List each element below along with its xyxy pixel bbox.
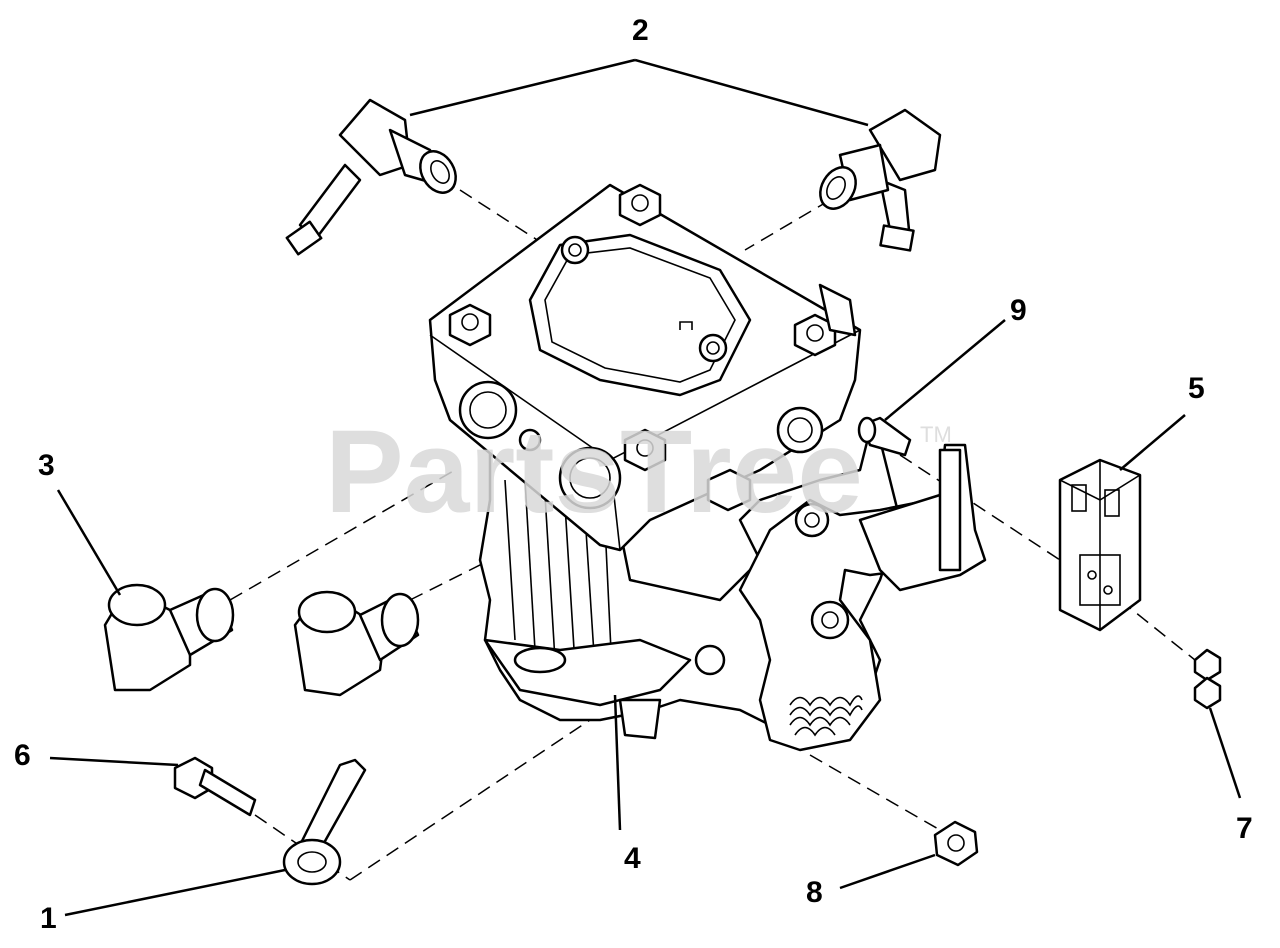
hex-nut[interactable] [933,820,979,867]
callout-labels: 2 9 5 3 6 7 4 8 1 [14,14,1253,935]
port-fitting-right[interactable] [293,590,420,697]
callout-4: 4 [624,842,641,875]
callout-3: 3 [38,449,55,482]
lever-arm[interactable] [282,758,367,886]
callout-8: 8 [806,876,823,909]
leader-lines [49,58,1242,917]
pin[interactable] [857,416,912,457]
callout-6: 6 [14,739,31,772]
watermark-trademark: TM [920,422,952,447]
port-fitting-left[interactable] [103,583,235,692]
cover-bolts [448,183,837,472]
bolt[interactable] [173,756,257,817]
watermark: PartsTree TM [325,406,952,538]
elbow-fitting-left[interactable] [285,98,463,256]
callout-9: 9 [1010,294,1027,327]
callout-1: 1 [40,902,57,935]
callout-5: 5 [1188,372,1205,405]
small-nuts[interactable] [1193,648,1222,710]
callout-2: 2 [632,14,649,47]
elbow-fitting-right[interactable] [813,108,942,252]
return-spring [789,695,863,737]
pump-assembly[interactable] [428,183,987,752]
watermark-text: PartsTree [325,406,863,538]
callout-7: 7 [1236,812,1253,845]
switch-assembly[interactable] [1058,458,1142,632]
